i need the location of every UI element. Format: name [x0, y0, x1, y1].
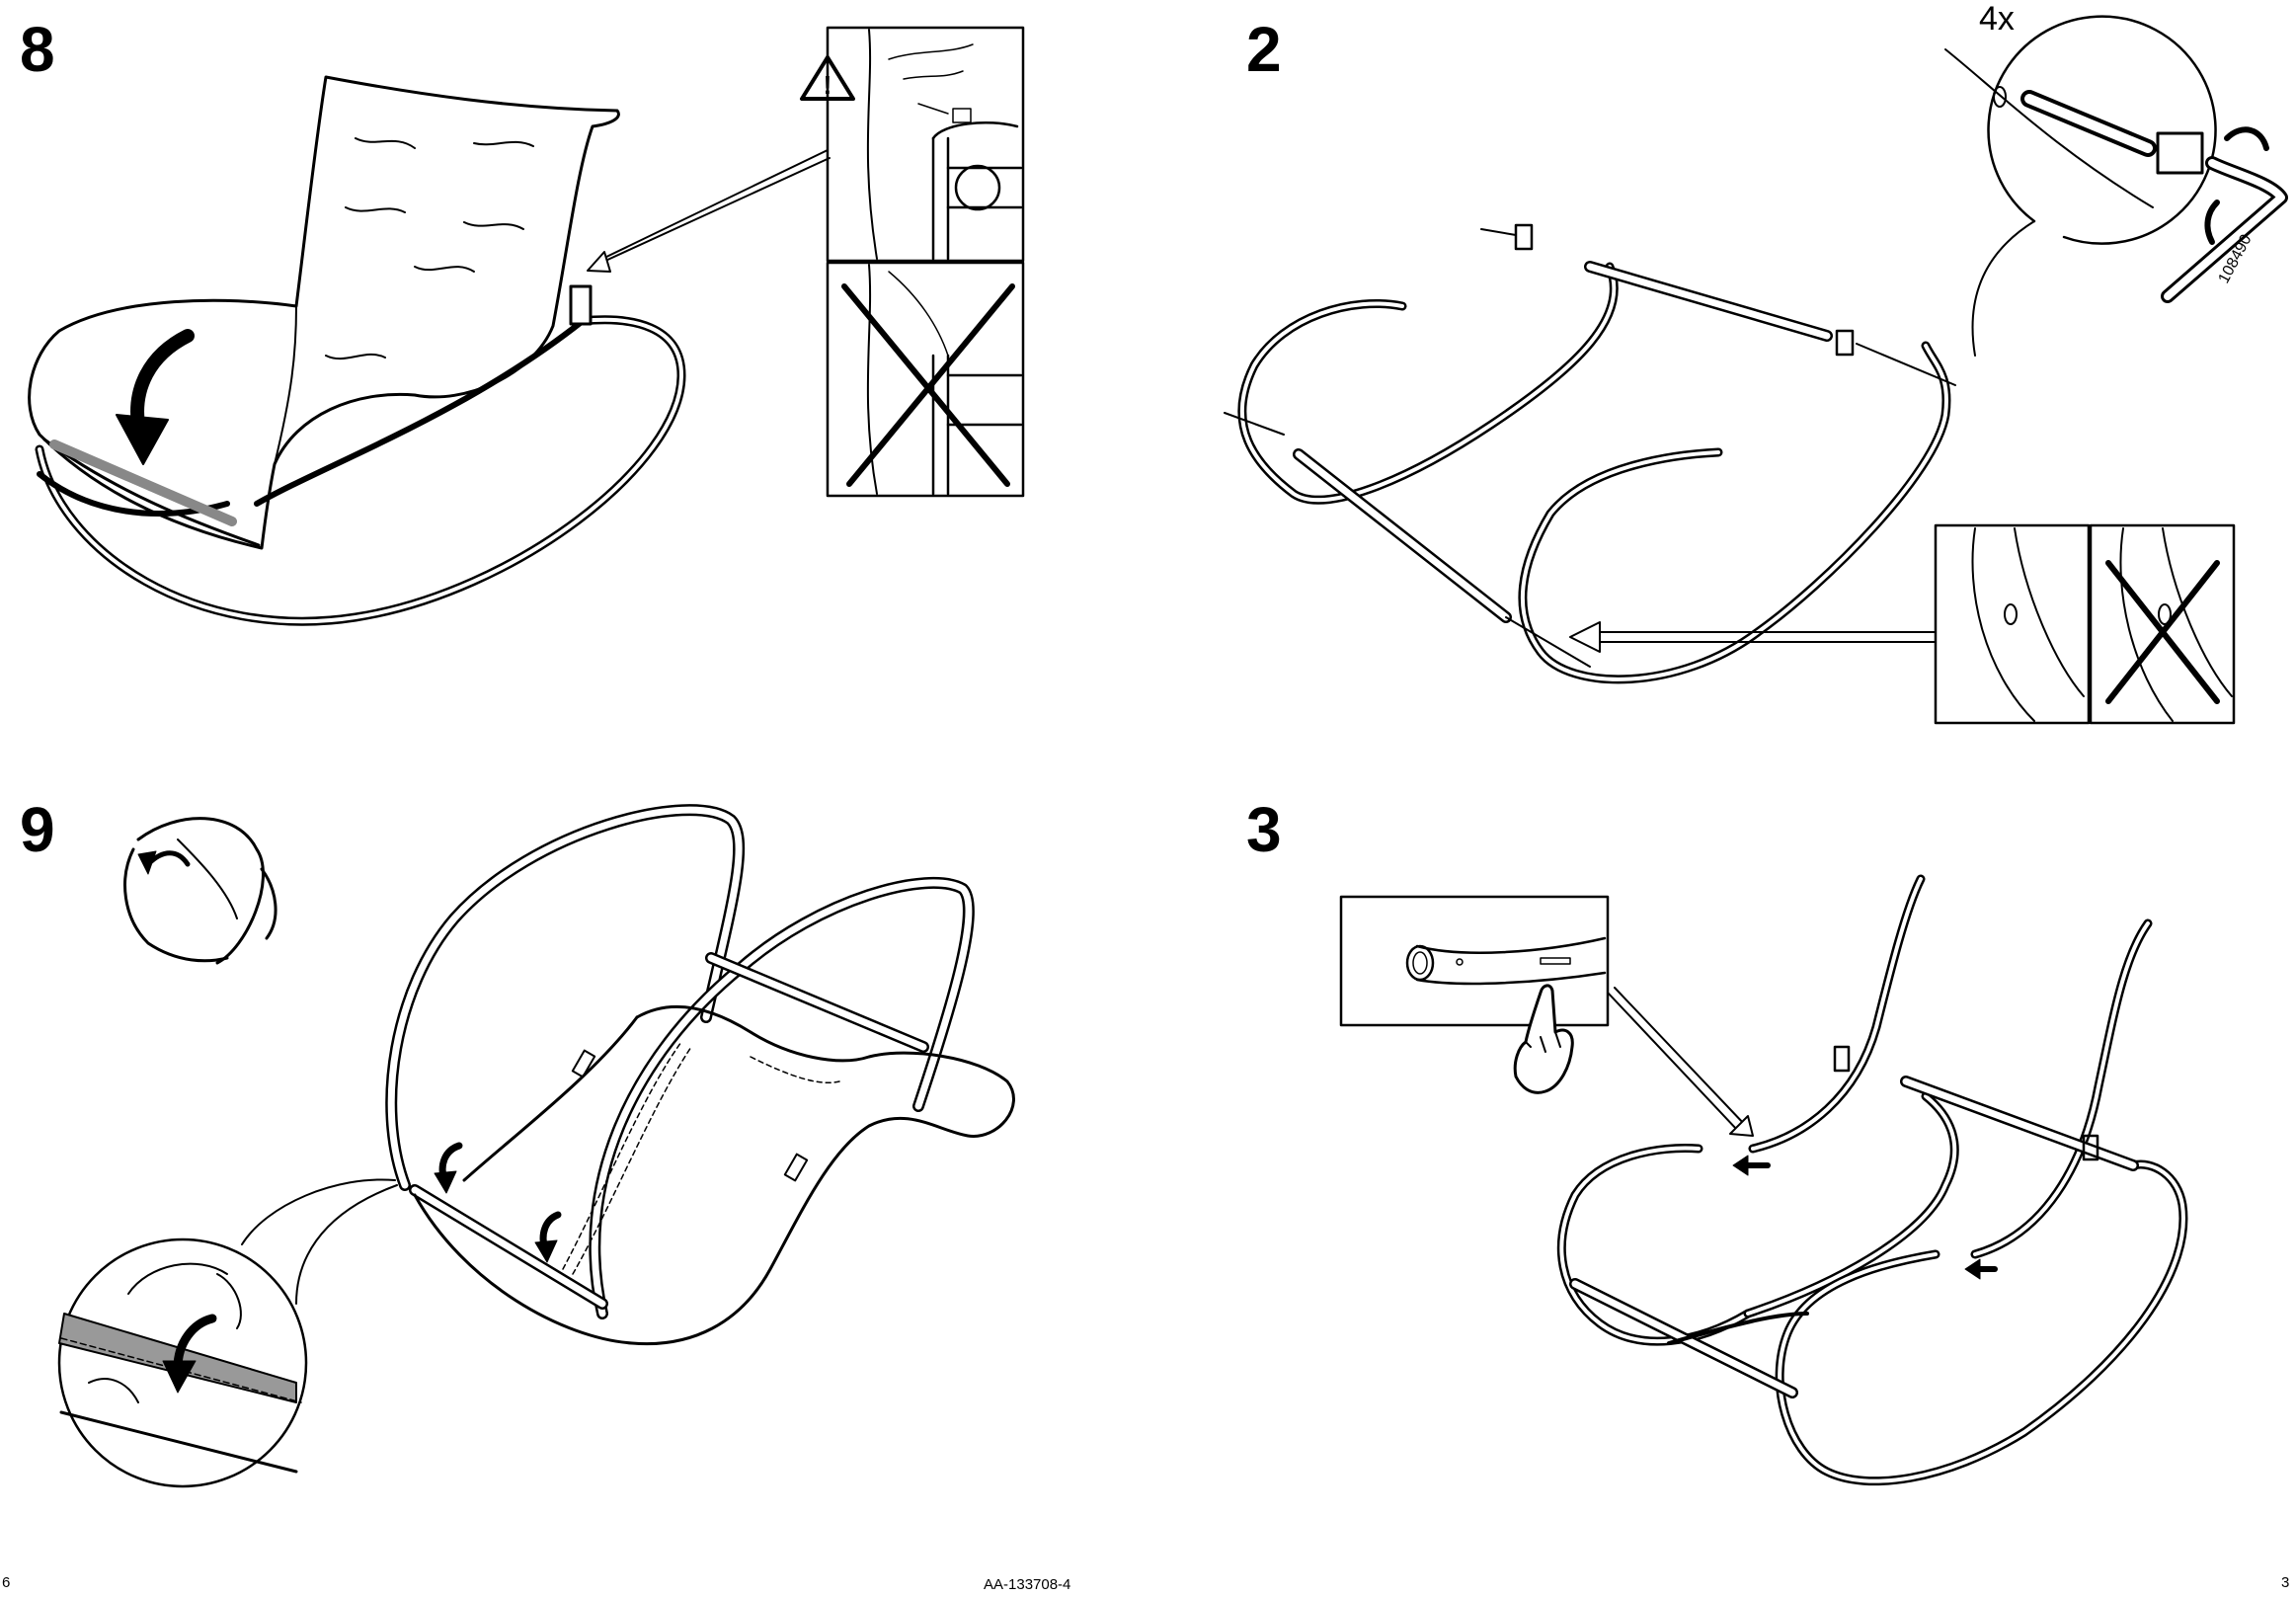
step2-screw-detail-circle: 4x 108490 — [1944, 0, 2288, 357]
step-number-3: 3 — [1246, 794, 1282, 865]
step9-detail-circle — [57, 1238, 308, 1488]
step-number-8: 8 — [20, 14, 55, 85]
step-number-9: 9 — [20, 794, 55, 865]
step3-pointing-hand-icon — [1513, 984, 1574, 1094]
footer-document-code: AA-133708-4 — [984, 1576, 1071, 1593]
step2-frame-parts — [1224, 223, 1956, 684]
step8-chair-with-cover — [28, 75, 831, 626]
step8-detail-correct — [826, 26, 1025, 263]
step3-detail-box — [1339, 895, 1610, 1027]
step-number-2: 2 — [1246, 14, 1282, 85]
step3-frame-assembly — [1556, 874, 2188, 1486]
step8-warning-icon: ! — [800, 55, 855, 101]
footer-page-right: 3 — [2281, 1574, 2290, 1591]
footer-page-left: 6 — [2, 1574, 11, 1591]
step2-detail-boxes — [1934, 523, 2236, 725]
step9-chair-frame — [241, 804, 1015, 1346]
step2-quantity-label: 4x — [1979, 0, 2015, 38]
step9-thumbnail — [123, 817, 277, 965]
step8-detail-incorrect — [826, 261, 1025, 498]
step2-part-number: 108490 — [2216, 232, 2256, 286]
svg-text:!: ! — [824, 70, 832, 100]
